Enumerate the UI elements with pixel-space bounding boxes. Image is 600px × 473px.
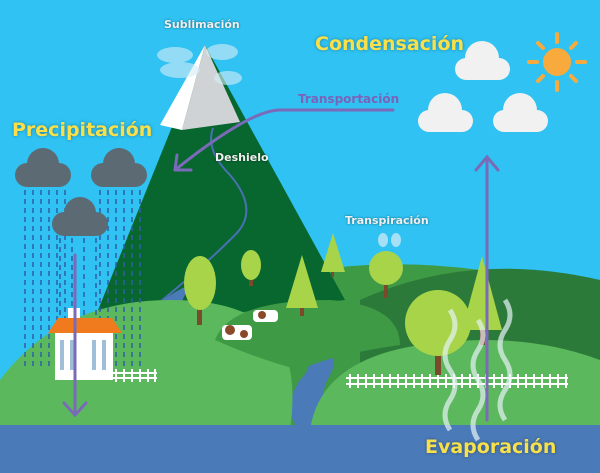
transpiration-mist — [378, 233, 401, 247]
trees — [184, 233, 502, 375]
rain-cloud-icon — [52, 197, 108, 236]
evaporation-steam — [442, 298, 513, 442]
condensation-clouds — [418, 41, 548, 132]
label-evaporation: Evaporación — [425, 436, 557, 458]
rain-cloud-icon — [15, 148, 71, 187]
fence-right — [346, 374, 568, 388]
transportation-arrow — [173, 108, 395, 172]
sea — [0, 425, 600, 473]
label-transpiration: Transpiración — [345, 214, 429, 227]
precipitation-arrow — [62, 253, 88, 418]
house — [48, 308, 122, 380]
snow-cap-grey — [182, 45, 240, 130]
cows — [222, 310, 278, 340]
mountain — [90, 45, 345, 330]
label-sublimation: Sublimación — [164, 18, 240, 31]
label-transportation: Transportación — [298, 92, 400, 106]
arrows — [62, 108, 500, 422]
rain-clouds — [15, 148, 147, 236]
label-precipitation: Precipitación — [12, 119, 153, 141]
label-snowmelt: Deshielo — [215, 151, 269, 164]
cloud-icon — [493, 93, 548, 132]
fence-left — [112, 369, 157, 382]
cloud-icon — [418, 93, 473, 132]
cloud-icon — [455, 41, 510, 80]
evaporation-arrow — [474, 154, 500, 422]
label-condensation: Condensación — [315, 33, 465, 55]
sublimation-mist — [157, 44, 242, 85]
rain-cloud-icon — [91, 148, 147, 187]
sun-icon — [527, 32, 587, 92]
